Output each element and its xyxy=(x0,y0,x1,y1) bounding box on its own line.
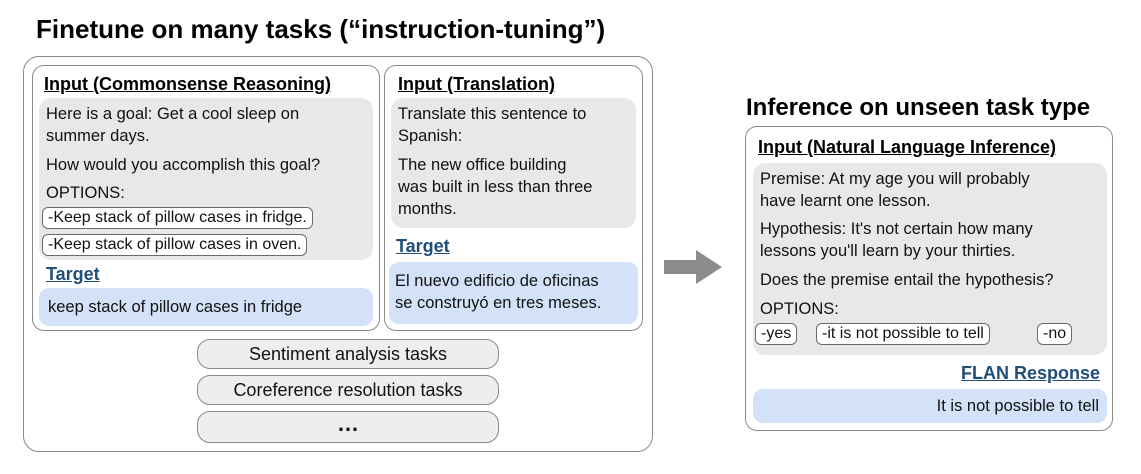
flan-response-box: It is not possible to tell xyxy=(753,389,1107,423)
input-line: Here is a goal: Get a cool sleep on xyxy=(46,105,300,123)
input-line: summer days. xyxy=(46,127,150,145)
input-line: How would you accomplish this goal? xyxy=(46,156,321,174)
finetune-panel: Input (Commonsense Reasoning) Here is a … xyxy=(23,56,653,452)
finetune-title: Finetune on many tasks (“instruction-tun… xyxy=(36,14,606,44)
option-chip: -Keep stack of pillow cases in oven. xyxy=(42,234,308,256)
input-line: Premise: At my age you will probably xyxy=(760,170,1030,188)
input-line: Translate this sentence to xyxy=(398,105,587,123)
sentiment-task-pill: Sentiment analysis tasks xyxy=(197,339,499,369)
target-label: Target xyxy=(46,264,100,284)
input-line: The new office building xyxy=(398,156,567,174)
target-box: El nuevo edificio de oficinas se constru… xyxy=(389,262,638,324)
nli-heading: Input (Natural Language Inference) xyxy=(758,137,1057,157)
target-label: Target xyxy=(396,236,450,256)
nli-card: Input (Natural Language Inference) Premi… xyxy=(745,126,1113,431)
input-line: lessons you'll learn by your thirties. xyxy=(760,242,1016,260)
options-label: OPTIONS: xyxy=(46,184,125,202)
input-line: months. xyxy=(398,200,457,218)
target-line: El nuevo edificio de oficinas xyxy=(395,272,599,290)
target-box: keep stack of pillow cases in fridge xyxy=(39,288,373,326)
option-chip: -no xyxy=(1037,323,1073,345)
more-tasks-pill: … xyxy=(197,411,499,443)
translation-card: Input (Translation) Translate this sente… xyxy=(384,65,643,331)
commonsense-input-box: Here is a goal: Get a cool sleep on summ… xyxy=(39,98,373,260)
option-chip: -it is not possible to tell xyxy=(816,323,990,345)
inference-title: Inference on unseen task type xyxy=(746,94,1091,121)
commonsense-heading: Input (Commonsense Reasoning) xyxy=(44,74,332,94)
commonsense-card: Input (Commonsense Reasoning) Here is a … xyxy=(32,65,380,331)
flan-response-label: FLAN Response xyxy=(960,363,1100,383)
target-text: keep stack of pillow cases in fridge xyxy=(48,298,303,316)
option-chip: -yes xyxy=(755,323,798,345)
option-chip: -Keep stack of pillow cases in fridge. xyxy=(42,207,313,229)
input-line: was built in less than three xyxy=(398,178,593,196)
input-line: Hypothesis: It's not certain how many xyxy=(760,220,1033,238)
right-arrow-icon xyxy=(664,250,722,284)
input-line: have learnt one lesson. xyxy=(760,192,931,210)
nli-input-box: Premise: At my age you will probably hav… xyxy=(753,163,1107,355)
input-line: Spanish: xyxy=(398,127,463,145)
coreference-task-pill: Coreference resolution tasks xyxy=(197,375,499,405)
target-line: se construyó en tres meses. xyxy=(395,294,602,312)
translation-heading: Input (Translation) xyxy=(398,74,555,94)
input-line: Does the premise entail the hypothesis? xyxy=(760,271,1054,289)
translation-input-box: Translate this sentence to Spanish: The … xyxy=(391,98,636,228)
flan-response-text: It is not possible to tell xyxy=(936,397,1099,415)
options-label: OPTIONS: xyxy=(760,300,839,318)
